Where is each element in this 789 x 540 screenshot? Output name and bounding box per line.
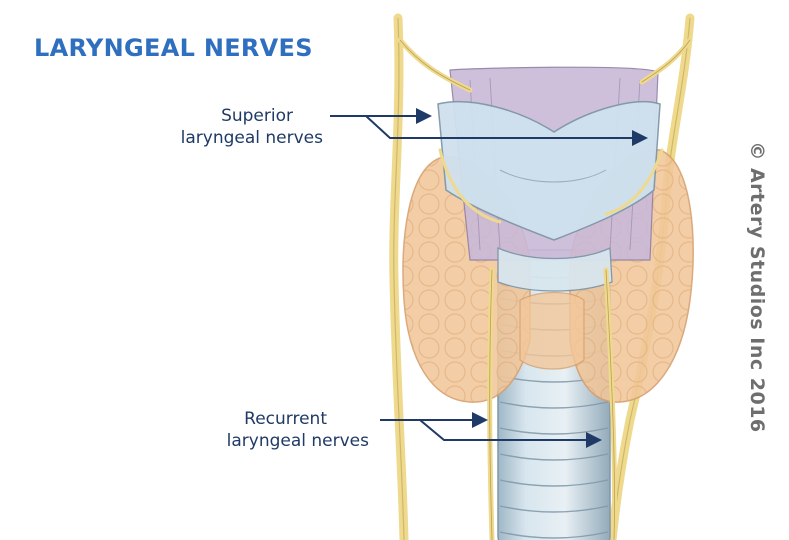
copyright-watermark: © Artery Studios Inc 2016 (746, 141, 768, 433)
diagram-title: LARYNGEAL NERVES (34, 34, 313, 62)
superior-laryngeal-nerve-branches (397, 37, 693, 224)
recurrent-laryngeal-nerves-label: Recurrent laryngeal nerves (227, 408, 369, 452)
superior-label-line-1: Superior (221, 106, 293, 126)
superior-nerves-leader-lines (330, 108, 648, 146)
recurrent-laryngeal-nerve-branches (487, 267, 618, 540)
recurrent-label-line-1: Recurrent (244, 409, 327, 429)
superior-laryngeal-nerves-label: Superior laryngeal nerves (181, 105, 323, 149)
superior-label-line-2: laryngeal nerves (180, 128, 323, 148)
recurrent-nerves-leader-lines (380, 412, 602, 448)
recurrent-label-line-2: laryngeal nerves (226, 431, 369, 451)
thyroid-cartilage (437, 100, 661, 292)
